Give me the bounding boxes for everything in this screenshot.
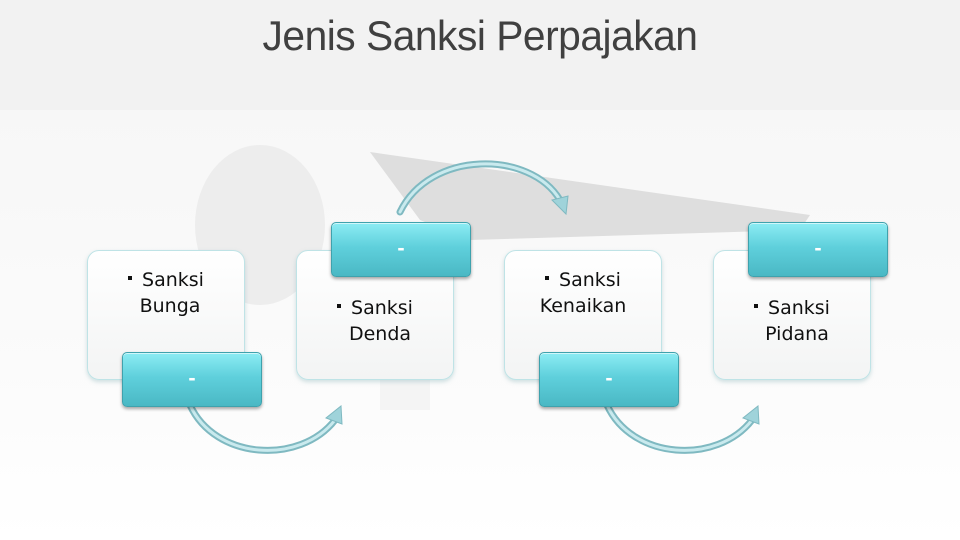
title-bar: Jenis Sanksi Perpajakan [0,0,960,110]
step-tab-4[interactable]: - [748,222,888,277]
step-card-4-text: Sanksi Pidana [714,295,870,347]
step-tab-2[interactable]: - [331,222,471,277]
bullet-icon [754,303,759,308]
step-tab-1[interactable]: - [122,352,262,407]
step-card-1-text: Sanksi Bunga [88,267,244,319]
step-tab-3[interactable]: - [539,352,679,407]
bullet-icon [128,275,133,280]
step-tab-2-label: - [397,237,405,259]
step-card-2-text: Sanksi Denda [297,295,453,347]
bullet-icon [337,303,342,308]
step-card-3-text: Sanksi Kenaikan [539,269,627,317]
bullet-icon [545,275,550,280]
slide-title: Jenis Sanksi Perpajakan [262,12,698,59]
step-tab-1-label: - [188,367,196,389]
step-tab-3-label: - [605,367,613,389]
step-tab-4-label: - [814,237,822,259]
